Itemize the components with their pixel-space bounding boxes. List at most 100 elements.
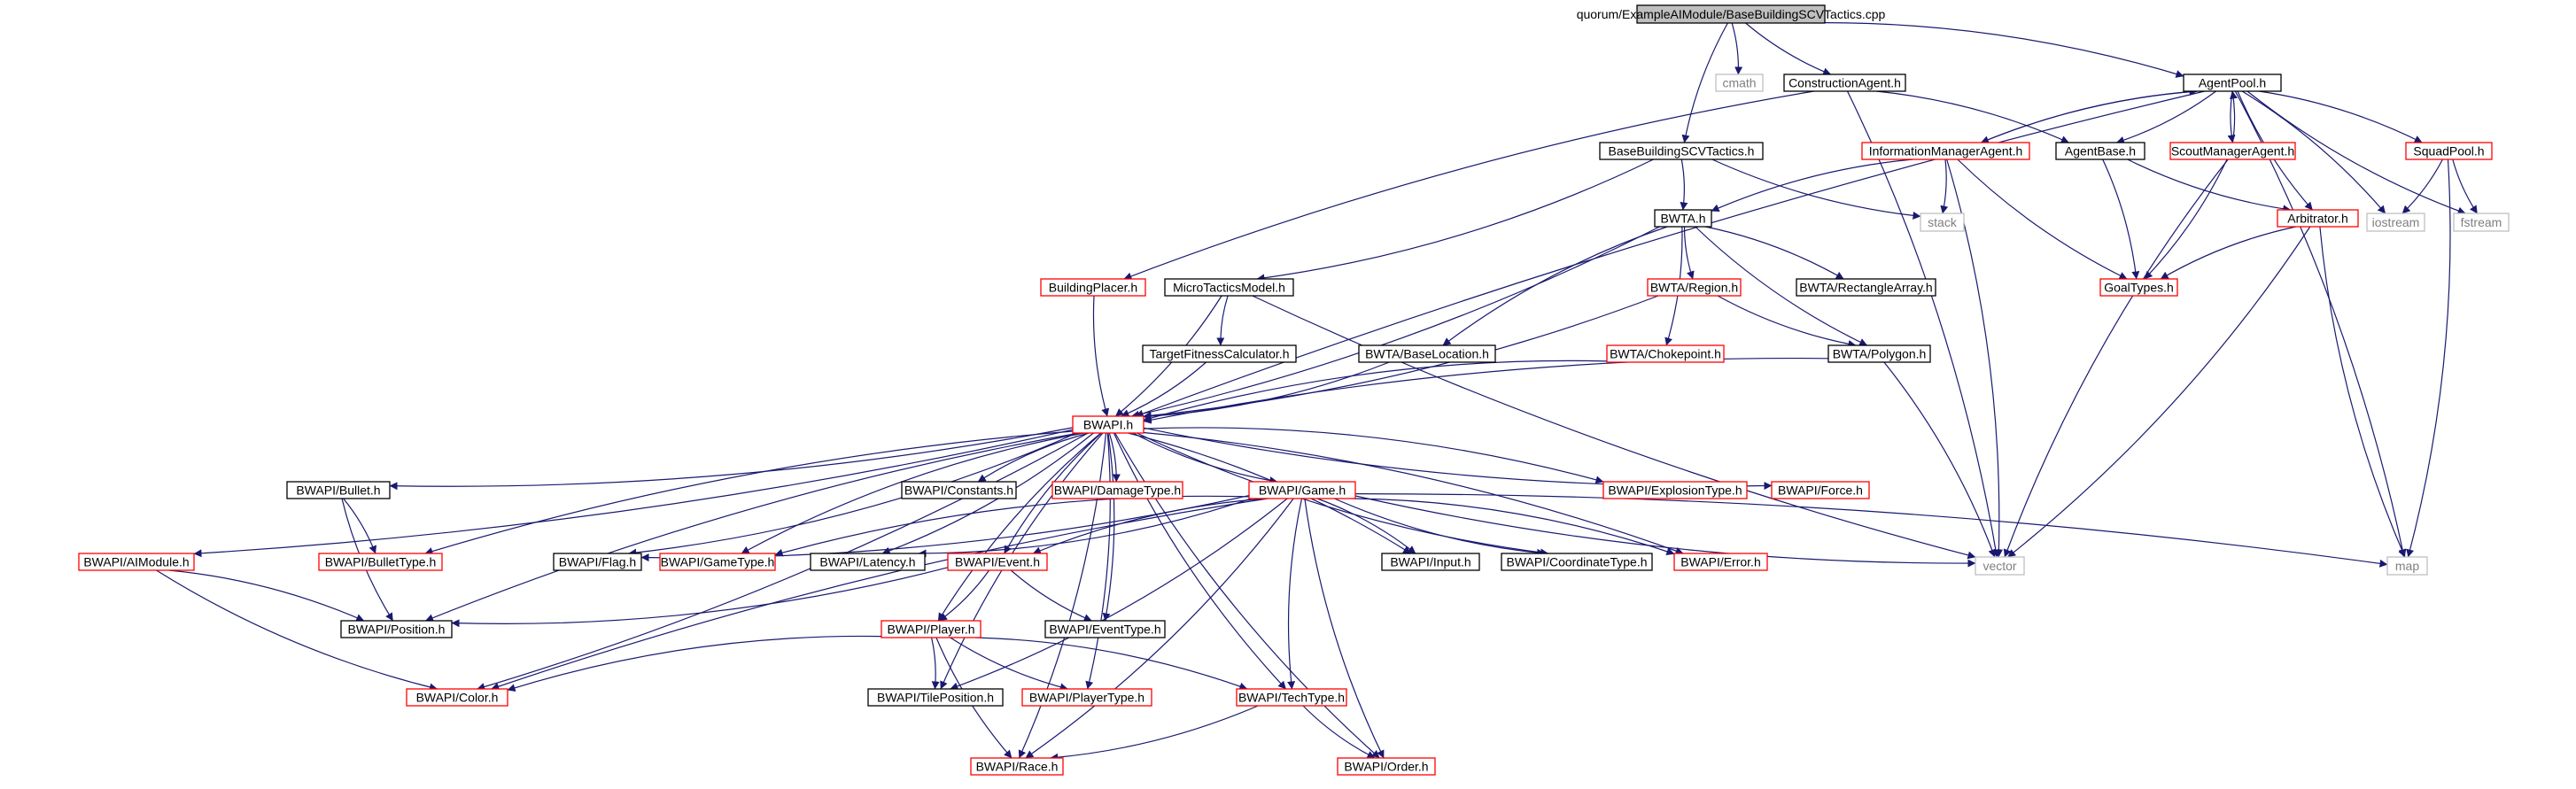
node-bwapi-eventtype[interactable]: BWAPI/EventType.h [1044,620,1166,638]
node-box [78,553,195,571]
edge-bwta-choke-to-bwapi [1143,360,1608,422]
node-bwapi-error[interactable]: BWAPI/Error.h [1673,553,1768,571]
node-box [1599,142,1764,160]
node-bwta-baseloc[interactable]: BWTA/BaseLocation.h [1358,344,1496,363]
node-box [810,553,926,571]
node-box [1636,4,1826,24]
node-label: BWAPI.h [1083,418,1133,432]
edge-arbitrator-to-map [2319,226,2406,558]
edge-bwta-to-bwta-baseloc [1442,226,1668,346]
node-info-manager[interactable]: InformationManagerAgent.h [1861,142,2030,160]
edge-bwapi-game-to-bwapi-coordtype [1334,498,1546,557]
node-label: BWTA.h [1660,212,1705,226]
edge-info-manager-to-stack [1940,159,1949,214]
node-label: BWTA/BaseLocation.h [1365,347,1489,361]
node-micro-tactics[interactable]: MicroTacticsModel.h [1164,278,1294,297]
edge-agent-pool-to-bwapi [1135,90,2205,418]
node-bwapi-bullet[interactable]: BWAPI/Bullet.h [286,481,391,499]
node-squad-pool[interactable]: SquadPool.h [2405,142,2493,160]
node-bwapi[interactable]: BWAPI.h [1072,415,1144,434]
edge-info-manager-to-agent-pool [1981,88,2198,143]
node-bwta[interactable]: BWTA.h [1654,209,1712,228]
node-label: BWAPI/Error.h [1680,555,1761,569]
node-bwapi-bullettype[interactable]: BWAPI/BulletType.h [318,553,443,571]
node-bwapi-tileposition[interactable]: BWAPI/TilePosition.h [867,688,1004,707]
edge-bwapi-to-bwapi-techtype [1113,432,1287,690]
node-label: BWTA/Chokepoint.h [1610,347,1721,361]
node-bwapi-flag[interactable]: BWAPI/Flag.h [553,553,642,571]
node-label: BWAPI/CoordinateType.h [1506,555,1647,569]
edge-bwapi-game-to-bwapi-tileposition [950,498,1288,691]
node-agent-pool[interactable]: AgentPool.h [2183,73,2282,92]
node-construction-agent[interactable]: ConstructionAgent.h [1783,73,1906,92]
edge-bwta-to-bwta-polygon [1695,226,1868,346]
node-bwapi-position[interactable]: BWAPI/Position.h [340,620,453,638]
node-bwapi-color[interactable]: BWAPI/Color.h [406,688,508,707]
node-building-placer[interactable]: BuildingPlacer.h [1040,278,1146,297]
edge-bwapi-to-bwapi-force [1143,427,1773,491]
node-label: MicroTacticsModel.h [1173,281,1285,295]
node-box [1783,73,1906,92]
node-arbitrator[interactable]: Arbitrator.h [2277,209,2359,228]
edge-bwapi-to-bwapi-playertype [1085,432,1111,690]
node-box [2055,142,2145,160]
edge-bwapi-to-bwapi-latency [881,432,1094,555]
node-bwapi-event[interactable]: BWAPI/Event.h [947,553,1048,571]
node-bwta-polygon[interactable]: BWTA/Polygon.h [1827,344,1931,363]
edge-target-fitness-to-bwapi [1121,361,1207,417]
node-bwta-rect[interactable]: BWTA/RectangleArray.h [1796,278,1936,297]
edge-bwapi-player-to-bwapi-color [507,635,882,692]
node-box [406,688,508,707]
node-target-fitness[interactable]: TargetFitnessCalculator.h [1142,344,1297,363]
node-box [553,553,642,571]
node-bwapi-force[interactable]: BWAPI/Force.h [1771,481,1870,499]
edge-construction-agent-to-agent-base [1876,90,2069,143]
edge-bwapi-game-to-bwapi-error [1351,498,1675,556]
node-bwapi-aimodule[interactable]: BWAPI/AIModule.h [78,553,195,571]
node-bwapi-damage[interactable]: BWAPI/DamageType.h [1051,481,1183,499]
node-box [1771,481,1870,499]
node-bwapi-playertype[interactable]: BWAPI/PlayerType.h [1021,688,1152,707]
edge-bwapi-aimodule-to-bwapi-position [168,569,365,622]
edge-bwapi-game-to-bwapi-latency [918,498,1252,558]
edge-bwapi-to-bwapi-aimodule [193,429,1074,558]
node-bwta-region[interactable]: BWTA/Region.h [1647,278,1742,297]
node-bwapi-player[interactable]: BWAPI/Player.h [881,620,982,638]
edge-bwapi-to-bwapi-player [937,432,1102,622]
node-label: BWAPI/Game.h [1259,483,1346,498]
node-stack: stack [1920,213,1965,232]
node-bwta-choke[interactable]: BWTA/Chokepoint.h [1606,344,1725,363]
edge-bwapi-to-bwapi-eventtype [1102,432,1115,622]
edge-bwapi-game-to-vector [1354,495,1976,568]
node-agent-base[interactable]: AgentBase.h [2055,142,2145,160]
node-label: vector [1982,559,2016,573]
node-bwapi-constants[interactable]: BWAPI/Constants.h [901,481,1017,499]
node-bwapi-techtype[interactable]: BWAPI/TechType.h [1236,688,1347,707]
edge-bwapi-game-to-bwapi-race [1025,498,1294,759]
edge-agent-pool-to-info-manager [1980,90,2198,143]
node-base-building[interactable]: BaseBuildingSCVTactics.h [1599,142,1764,160]
node-bwapi-game[interactable]: BWAPI/Game.h [1248,481,1356,499]
node-box [1040,278,1146,297]
edge-bwta-baseloc-to-bwapi [1143,361,1390,421]
node-label: AgentPool.h [2199,76,2266,90]
node-bwapi-explosion[interactable]: BWAPI/ExplosionType.h [1602,481,1748,499]
node-bwapi-gametype[interactable]: BWAPI/GameType.h [659,553,776,571]
node-label: quorum/ExampleAIModule/BaseBuildingSCVTa… [1577,7,1886,21]
node-label: AgentBase.h [2065,144,2136,159]
node-scout-manager[interactable]: ScoutManagerAgent.h [2169,142,2296,160]
node-bwapi-latency[interactable]: BWAPI/Latency.h [810,553,926,571]
node-box [867,688,1004,707]
node-box [659,553,776,571]
node-box [2453,213,2510,232]
node-bwapi-input[interactable]: BWAPI/Input.h [1381,553,1480,571]
node-bwapi-coordtype[interactable]: BWAPI/CoordinateType.h [1501,553,1653,571]
edge-bwapi-player-to-bwapi-tileposition [931,637,940,690]
node-bwapi-race[interactable]: BWAPI/Race.h [970,757,1064,776]
edge-scout-manager-to-goal-types [2144,159,2228,280]
edge-bwapi-to-bwapi-bullettype [424,430,1074,555]
node-bwapi-order[interactable]: BWAPI/Order.h [1337,757,1436,776]
edge-arbitrator-to-goal-types [2160,226,2297,280]
edge-info-manager-to-goal-types [1957,159,2128,280]
node-goal-types[interactable]: GoalTypes.h [2099,278,2178,297]
